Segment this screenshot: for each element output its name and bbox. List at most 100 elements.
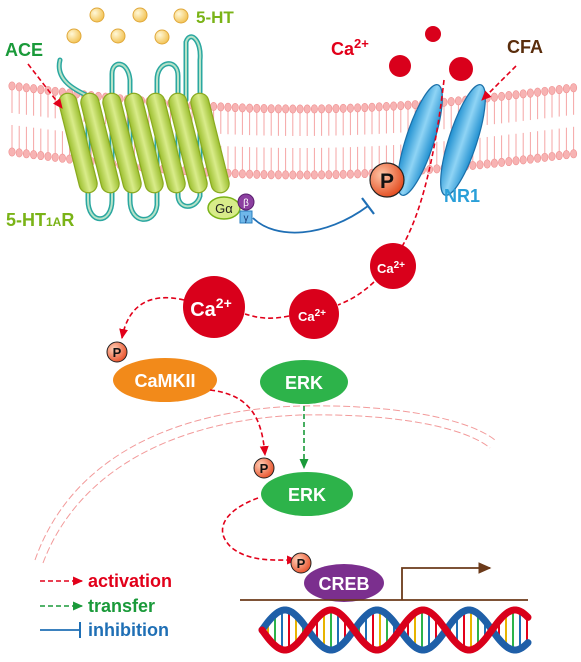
transmembrane-helix xyxy=(58,92,98,194)
lipid-pair xyxy=(318,104,326,180)
lipid-pair xyxy=(296,104,304,180)
receptor-label: 5-HT1AR xyxy=(6,210,74,230)
calcium-ion-cytosolic-1: Ca2+ xyxy=(370,243,416,289)
calcium-activation-path-2 xyxy=(244,313,290,319)
svg-text:P: P xyxy=(380,170,394,193)
lipid-pair xyxy=(303,104,311,180)
lipid-pair xyxy=(224,102,232,178)
serotonin-molecule xyxy=(154,29,170,45)
lipid-pair xyxy=(562,84,570,160)
transmembrane-helix xyxy=(102,92,142,194)
lipid-pair xyxy=(512,90,520,166)
g-protein: Gα β γ xyxy=(207,193,255,224)
lipid-pair xyxy=(238,103,246,179)
legend-inhibition-label: inhibition xyxy=(88,620,169,640)
transmembrane-helix xyxy=(190,92,230,194)
erk-to-creb-arrow xyxy=(221,497,298,565)
transcription-start-arrow xyxy=(401,562,492,600)
inhibition-bar xyxy=(361,197,375,215)
legend-activation-label: activation xyxy=(88,571,172,591)
lipid-pair xyxy=(30,84,38,160)
lipid-pair xyxy=(231,103,239,179)
g-beta-subunit xyxy=(237,193,255,211)
legend: activation transfer inhibition xyxy=(40,571,172,640)
lipid-pair xyxy=(260,104,268,180)
svg-text:ERK: ERK xyxy=(285,373,323,393)
svg-text:Ca2+: Ca2+ xyxy=(190,295,232,321)
g-gamma-subunit xyxy=(239,210,253,224)
lipid-pair xyxy=(339,103,347,179)
g-gamma-label: γ xyxy=(244,213,249,224)
lipid-pair xyxy=(44,85,52,161)
lipid-pair xyxy=(368,102,376,178)
nuclear-envelope-inner xyxy=(42,414,491,564)
lipid-pair xyxy=(22,83,30,159)
lipid-pair xyxy=(570,83,578,159)
lipid-pair xyxy=(526,88,534,164)
lipid-pair xyxy=(548,85,556,161)
svg-text:P: P xyxy=(113,345,122,360)
calcium-ion xyxy=(389,55,411,77)
lipid-pair xyxy=(289,104,297,180)
lipid-pair xyxy=(15,82,23,158)
lipid-pair xyxy=(555,85,563,161)
calcium-activation-path-1 xyxy=(337,281,375,306)
calcium-extracellular-label: Ca2+ xyxy=(331,36,369,59)
lipid-pair xyxy=(354,103,362,179)
lipid-pair xyxy=(37,85,45,161)
lipid-pair xyxy=(361,103,369,179)
lipid-pair xyxy=(253,103,261,179)
svg-text:ERK: ERK xyxy=(288,485,326,505)
serotonin-molecule xyxy=(110,28,126,44)
cfa-label: CFA xyxy=(507,37,543,57)
lipid-pair xyxy=(505,91,513,167)
lipid-pair xyxy=(310,104,318,180)
serotonin-molecule xyxy=(132,7,148,23)
transmembrane-helix xyxy=(124,92,164,194)
lipid-pair xyxy=(332,104,340,180)
serotonin-molecules xyxy=(66,7,189,45)
serotonin-molecule xyxy=(66,28,82,44)
lipid-pair xyxy=(541,86,549,162)
ace-activation-arrow xyxy=(27,63,63,109)
nr1-phosphate: P xyxy=(369,162,405,198)
serotonin-label: 5-HT xyxy=(196,8,234,27)
nr1-ion-channel xyxy=(397,84,486,196)
5ht1a-receptor xyxy=(56,34,230,222)
creb-node: CREB xyxy=(304,564,384,602)
nr1-label: NR1 xyxy=(444,186,480,206)
dna-strand-red xyxy=(258,606,532,654)
lipid-pair xyxy=(490,92,498,168)
erk-phosphate: P xyxy=(253,457,275,479)
creb-phosphate: P xyxy=(290,552,312,574)
lipid-pair xyxy=(498,91,506,167)
lipid-pair xyxy=(325,104,333,180)
calcium-ion xyxy=(449,57,473,81)
svg-text:P: P xyxy=(260,461,269,476)
transmembrane-helix xyxy=(80,92,120,194)
transmembrane-helix xyxy=(168,92,208,194)
calcium-ion-cytosolic-3: Ca2+ xyxy=(183,276,245,338)
calcium-ion xyxy=(425,26,441,42)
svg-text:Ca2+: Ca2+ xyxy=(298,308,326,324)
serotonin-molecule xyxy=(89,7,105,23)
camkii-phosphate: P xyxy=(106,341,128,363)
lipid-pair xyxy=(274,104,282,180)
cfa-activation-arrow xyxy=(481,65,517,101)
channel-subunit-left xyxy=(397,84,443,196)
g-alpha-label: Gα xyxy=(215,201,233,216)
calcium-ion-cytosolic-2: Ca2+ xyxy=(289,289,339,339)
ace-label: ACE xyxy=(5,40,43,60)
lipid-pair xyxy=(267,104,275,180)
nuclear-envelope-outer xyxy=(34,405,496,561)
legend-transfer-label: transfer xyxy=(88,596,155,616)
svg-text:CREB: CREB xyxy=(318,574,369,594)
g-beta-label: β xyxy=(243,198,249,209)
transmembrane-helix xyxy=(146,92,186,194)
lipid-pair xyxy=(534,87,542,163)
calcium-to-camkii-arrow xyxy=(119,296,185,340)
camkii-node: CaMKII xyxy=(113,358,217,402)
lipid-pair xyxy=(8,81,16,157)
dna-double-helix xyxy=(258,606,532,654)
